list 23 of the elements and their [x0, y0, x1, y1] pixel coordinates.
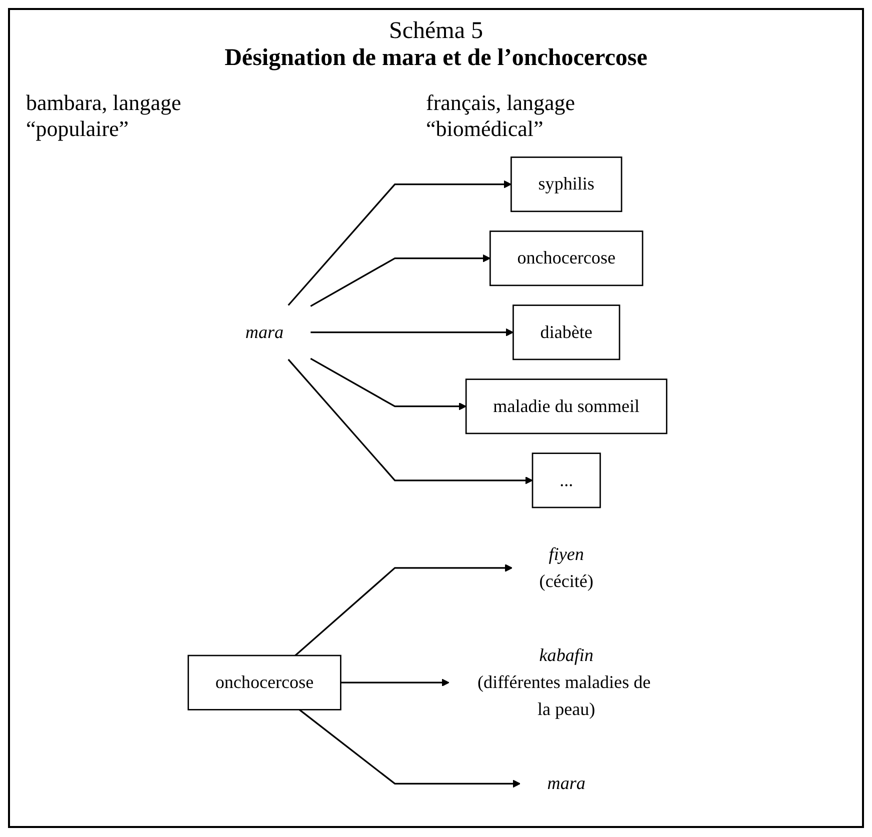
arrow — [310, 328, 514, 336]
node-text: mara — [547, 774, 586, 794]
node-text: kabafin (différentes maladies de la peau) — [478, 646, 651, 720]
node-box — [532, 452, 601, 508]
node-box — [512, 304, 620, 360]
arrow — [340, 678, 450, 687]
arrow — [288, 180, 512, 306]
diagram-title: Désignation de mara et de l’onchocercose — [224, 45, 648, 72]
node-text: fiyen (cécité) — [539, 544, 594, 592]
arrow — [298, 709, 521, 788]
node-box — [510, 156, 622, 212]
arrow — [310, 358, 466, 410]
flowchart: mara syphilis onchocercose diabète maladie du sommeil ... fiyen (cécité) kabafin (différentes maladies de la peau) mara onchocercose — [26, 150, 846, 818]
arrow — [294, 564, 513, 656]
node-box — [188, 654, 342, 710]
figure-number: Schéma 5 — [388, 18, 484, 45]
node-box — [465, 378, 668, 434]
column-heading: français, langage “biomédical” — [426, 90, 576, 142]
column-heading: bambara, langage “populaire” — [26, 90, 182, 142]
node-box — [489, 230, 644, 286]
node-text: mara — [245, 322, 284, 342]
arrow — [310, 254, 491, 307]
arrow — [288, 358, 533, 484]
